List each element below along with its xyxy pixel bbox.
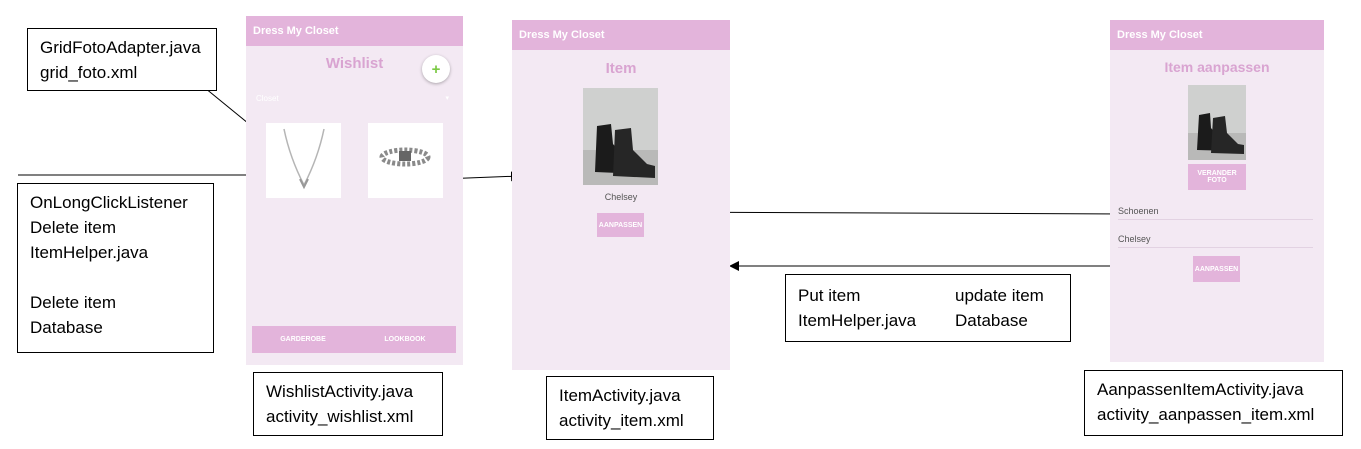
bracelet-thumbnail[interactable] <box>368 123 443 198</box>
page-title: Item <box>605 60 637 77</box>
name-field[interactable]: Chelsey <box>1118 234 1313 248</box>
necklace-image <box>283 128 325 190</box>
item-screen: Dress My Closet Item Chelsey AANPASSEN <box>512 20 730 370</box>
note-line: GridFotoAdapter.java <box>40 38 201 57</box>
app-bar: Dress My Closet <box>512 20 730 50</box>
wishlist-activity-note: WishlistActivity.java activity_wishlist.x… <box>253 372 443 436</box>
nav-lookbook[interactable]: LOOKBOOK <box>384 336 426 343</box>
closet-spinner[interactable]: Closet ▾ <box>256 94 449 106</box>
note-line: activity_item.xml <box>559 411 684 430</box>
note-line: OnLongClickListener <box>30 193 188 212</box>
note-line: ItemActivity.java <box>559 386 681 405</box>
change-photo-button[interactable]: VERANDER FOTO <box>1188 164 1246 190</box>
note-line: Delete item <box>30 293 116 312</box>
edit-button[interactable]: AANPASSEN <box>597 213 644 237</box>
bracelet-image <box>379 147 431 167</box>
note-line: grid_foto.xml <box>40 63 138 82</box>
note-line: activity_aanpassen_item.xml <box>1097 405 1315 424</box>
item-name: Chelsey <box>604 192 638 202</box>
note-line: AanpassenItemActivity.java <box>1097 380 1304 399</box>
plus-icon: + <box>431 60 441 78</box>
app-bar: Dress My Closet <box>1110 20 1324 50</box>
dropdown-icon: ▾ <box>445 95 449 102</box>
note-blank-line <box>30 265 201 290</box>
bottom-nav: GARDEROBE LOOKBOOK <box>252 326 456 353</box>
spinner-label: Closet <box>256 94 279 103</box>
category-field[interactable]: Schoenen <box>1118 206 1313 220</box>
aanpassen-activity-note: AanpassenItemActivity.java activity_aanpa… <box>1084 370 1343 436</box>
grid-adapter-note: GridFotoAdapter.java grid_foto.xml <box>27 28 217 91</box>
note-line: Put item <box>798 286 861 305</box>
note-line: Delete item <box>30 218 116 237</box>
note-line: Database <box>30 318 103 337</box>
note-line: update item <box>955 286 1044 305</box>
item-activity-note: ItemActivity.java activity_item.xml <box>546 376 714 440</box>
boot-image <box>583 124 658 185</box>
note-line: ItemHelper.java <box>30 243 149 262</box>
note-line: WishlistActivity.java <box>266 382 414 401</box>
save-button[interactable]: AANPASSEN <box>1193 256 1240 282</box>
add-button[interactable]: + <box>422 55 450 83</box>
necklace-thumbnail[interactable] <box>266 123 341 198</box>
edit-item-screen: Dress My Closet Item aanpassen VERANDER … <box>1110 20 1324 362</box>
app-bar: Dress My Closet <box>246 16 463 46</box>
note-line: activity_wishlist.xml <box>266 407 414 426</box>
boot-photo <box>583 88 658 185</box>
boot-image <box>1188 113 1246 160</box>
nav-garderobe[interactable]: GARDEROBE <box>280 336 326 343</box>
boot-photo <box>1188 85 1246 160</box>
note-line: Database <box>955 311 1028 330</box>
page-title: Item aanpassen <box>1164 59 1270 75</box>
wishlist-screen: Dress My Closet Wishlist + Closet ▾ GARD… <box>246 16 463 365</box>
page-title: Wishlist <box>325 55 384 72</box>
note-line: ItemHelper.java <box>798 311 917 330</box>
